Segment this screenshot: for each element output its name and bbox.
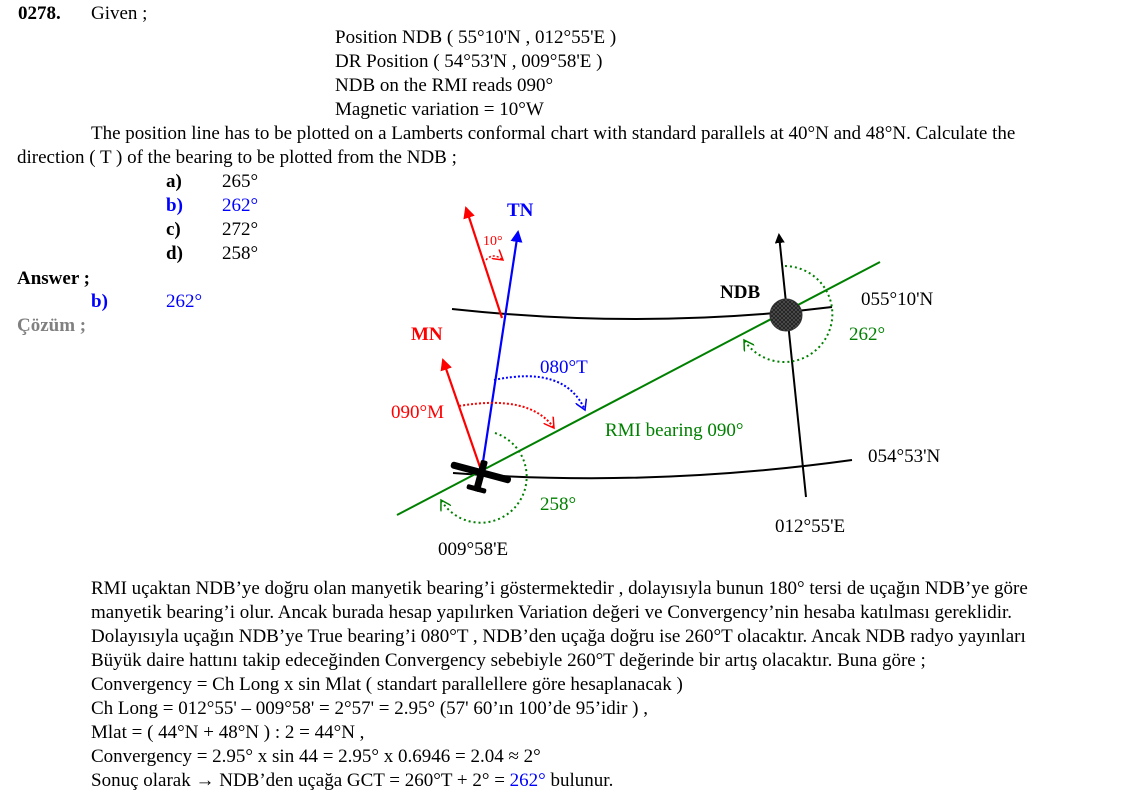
parallel-bottom (452, 459, 853, 480)
result-value: 262° (509, 770, 546, 791)
explanation-line-7: Mlat = ( 44°N + 48°N ) : 2 = 44°N , (91, 722, 365, 743)
answer-value: 262° (166, 291, 203, 312)
aircraft-icon (450, 460, 512, 494)
explanation-line-1: RMI uçaktan NDB’ye doğru olan manyetik b… (91, 578, 1028, 599)
given-label: Given ; (91, 3, 148, 24)
explanation-line-3: Dolayısıyla uçağın NDB’ye True bearing’i… (91, 626, 1026, 647)
ndb-label: NDB (720, 282, 760, 303)
explanation-line-6: Ch Long = 012°55' – 009°58' = 2°57' = 2.… (91, 698, 648, 719)
given-ndb-position: Position NDB ( 55°10'N , 012°55'E ) (335, 27, 617, 48)
option-a-value: 265° (222, 171, 259, 192)
option-d-value: 258° (222, 243, 259, 264)
result-line: Sonuç olarak → NDB’den uçağa GCT = 260°T… (91, 769, 613, 793)
explanation-line-5: Convergency = Ch Long x sin Mlat ( stand… (91, 674, 683, 695)
given-rmi-reading: NDB on the RMI reads 090° (335, 75, 554, 96)
explanation-line-4: Büyük daire hattını takip edeceğinden Co… (91, 650, 926, 671)
given-dr-position: DR Position ( 54°53'N , 009°58'E ) (335, 51, 603, 72)
option-d-letter: d) (166, 243, 183, 264)
question-number: 0278. (18, 3, 61, 24)
question-text-line-2: direction ( T ) of the bearing to be plo… (17, 147, 457, 168)
result-suffix: bulunur. (545, 770, 614, 791)
rmi-bearing-label: RMI bearing 090° (605, 420, 743, 441)
magnetic-north-line (440, 358, 483, 471)
true-north-line (477, 230, 523, 489)
option-b-letter: b) (166, 195, 183, 216)
option-a-letter: a) (166, 171, 182, 192)
long-dr-label: 009°58'E (438, 539, 508, 560)
long-ndb-label: 012°55'E (775, 516, 845, 537)
solution-heading: Çözüm ; (17, 315, 87, 336)
lat-bottom-label: 054°53'N (868, 446, 941, 467)
lat-top-label: 055°10'N (861, 289, 934, 310)
ndb-meridian (774, 233, 807, 498)
variation-line (463, 206, 504, 319)
ndb-symbol (769, 298, 803, 332)
answer-heading: Answer ; (17, 268, 91, 289)
bearing-262-label: 262° (849, 324, 885, 345)
given-variation: Magnetic variation = 10°W (335, 99, 544, 120)
option-c-letter: c) (166, 219, 181, 240)
question-text-line-1: The position line has to be plotted on a… (91, 123, 1016, 144)
answer-letter: b) (91, 291, 108, 312)
variation-arc (485, 256, 503, 260)
arc-090m (458, 401, 554, 428)
variation-label: 10° (483, 234, 503, 249)
result-prefix: Sonuç olarak → NDB’den uçağa GCT = 260°T… (91, 770, 510, 791)
explanation-line-2: manyetik bearing’i olur. Ancak burada he… (91, 602, 1013, 623)
bearing-090m-label: 090°M (391, 402, 444, 423)
bearing-080t-label: 080°T (540, 357, 588, 378)
option-c-value: 272° (222, 219, 259, 240)
tn-label: TN (507, 200, 534, 221)
arc-258 (440, 432, 528, 524)
mn-label: MN (411, 324, 443, 345)
bearing-258-label: 258° (540, 494, 576, 515)
arc-080t (493, 375, 585, 410)
explanation-line-8: Convergency = 2.95° x sin 44 = 2.95° x 0… (91, 746, 541, 767)
option-b-value: 262° (222, 195, 259, 216)
